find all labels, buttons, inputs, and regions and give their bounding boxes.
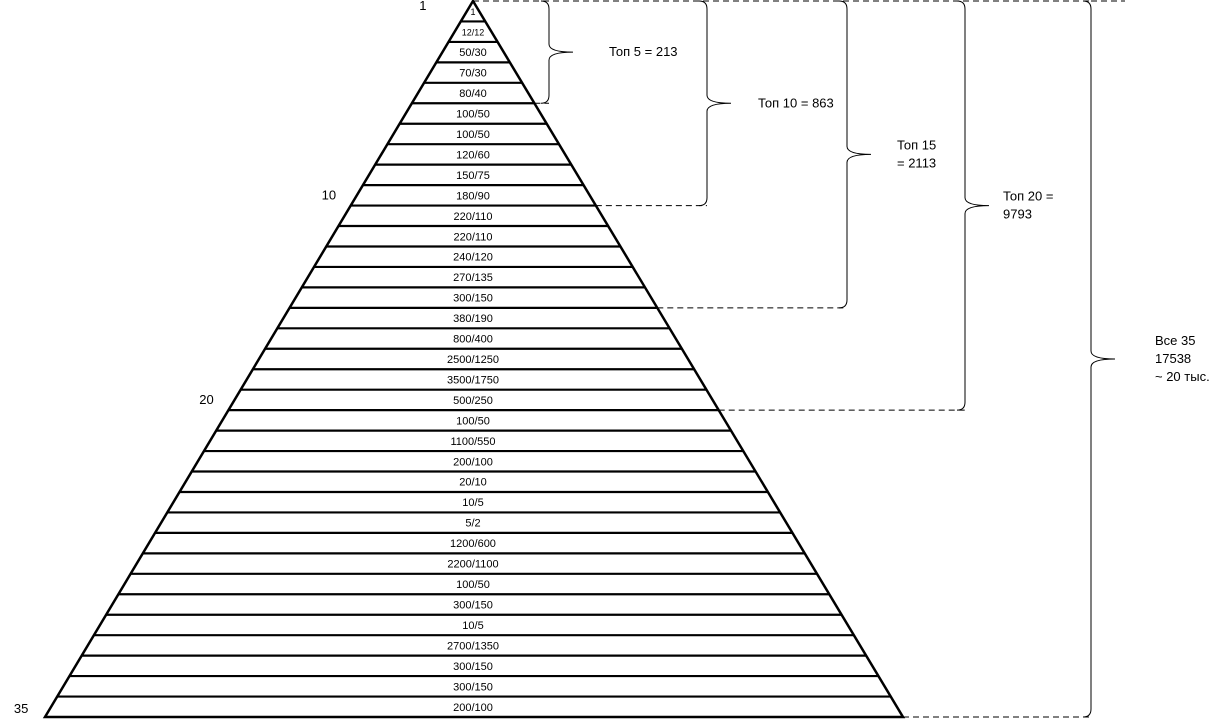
tier-label: 300/150 — [453, 661, 493, 673]
top15-label: Топ 15 — [897, 137, 936, 152]
tier-label: 3500/1750 — [447, 374, 499, 386]
tier-label: 1 — [470, 7, 475, 17]
tier-label: 180/90 — [456, 190, 490, 202]
tier-label: 100/50 — [456, 579, 490, 591]
rank-marker-1: 1 — [419, 0, 426, 13]
tier-label: 10/5 — [462, 497, 483, 509]
tier-label: 300/150 — [453, 293, 493, 305]
top20-brace — [956, 0, 990, 411]
all35-label: Все 35 — [1155, 333, 1195, 348]
all35-brace — [1082, 0, 1116, 718]
top15-brace — [838, 0, 872, 309]
tier-label: 2500/1250 — [447, 354, 499, 366]
top20-label: Топ 20 = — [1003, 189, 1053, 204]
tier-label: 300/150 — [453, 681, 493, 693]
tier-label: 220/110 — [454, 211, 493, 223]
rank-markers: 1 10 20 35 — [14, 0, 427, 716]
tier-label: 240/120 — [453, 252, 493, 264]
tier-label: 380/190 — [453, 313, 493, 325]
tier-label: 100/50 — [456, 415, 490, 427]
pyramid-outline — [42, 0, 906, 719]
tier-label: 50/30 — [459, 47, 487, 59]
top20-label: 9793 — [1003, 207, 1032, 222]
rank-marker-10: 10 — [322, 187, 336, 202]
top5-brace — [540, 0, 574, 104]
tier-label: 12/12 — [462, 28, 485, 38]
top15-label: = 2113 — [897, 155, 936, 170]
tier-label: 220/110 — [454, 231, 493, 243]
tier-label: 300/150 — [453, 599, 493, 611]
tier-label: 5/2 — [465, 518, 480, 530]
tier-label: 1200/600 — [450, 538, 496, 550]
tier-label: 2700/1350 — [447, 640, 499, 652]
tier-label: 200/100 — [453, 456, 493, 468]
rank-marker-35: 35 — [14, 701, 28, 716]
top5-label: Топ 5 = 213 — [609, 44, 678, 59]
tier-label: 2200/1100 — [447, 559, 498, 571]
tier-label: 10/5 — [462, 620, 483, 632]
tier-label: 800/400 — [453, 334, 493, 346]
tier-label: 100/50 — [456, 129, 490, 141]
tier-label: 80/40 — [459, 88, 487, 100]
top10-label: Топ 10 = 863 — [758, 95, 834, 110]
all35-label: 17538 — [1155, 351, 1191, 366]
tier-label: 1100/550 — [450, 436, 495, 448]
tier-label: 150/75 — [456, 170, 490, 182]
tier-label: 200/100 — [453, 702, 493, 714]
rank-marker-20: 20 — [199, 392, 213, 407]
tier-label: 100/50 — [456, 109, 490, 121]
pyramid-tiers: 1 12/12 50/30 70/30 80/40 100/50 100/50 120/60 1… — [42, 0, 906, 719]
all35-label: ~ 20 тыс. — [1155, 369, 1209, 384]
tier-label: 500/250 — [453, 395, 493, 407]
tier-label: 20/10 — [459, 477, 487, 489]
top10-brace — [698, 0, 732, 207]
tier-label: 70/30 — [459, 68, 487, 80]
tier-label: 120/60 — [456, 149, 490, 161]
tier-label: 270/135 — [453, 272, 493, 284]
